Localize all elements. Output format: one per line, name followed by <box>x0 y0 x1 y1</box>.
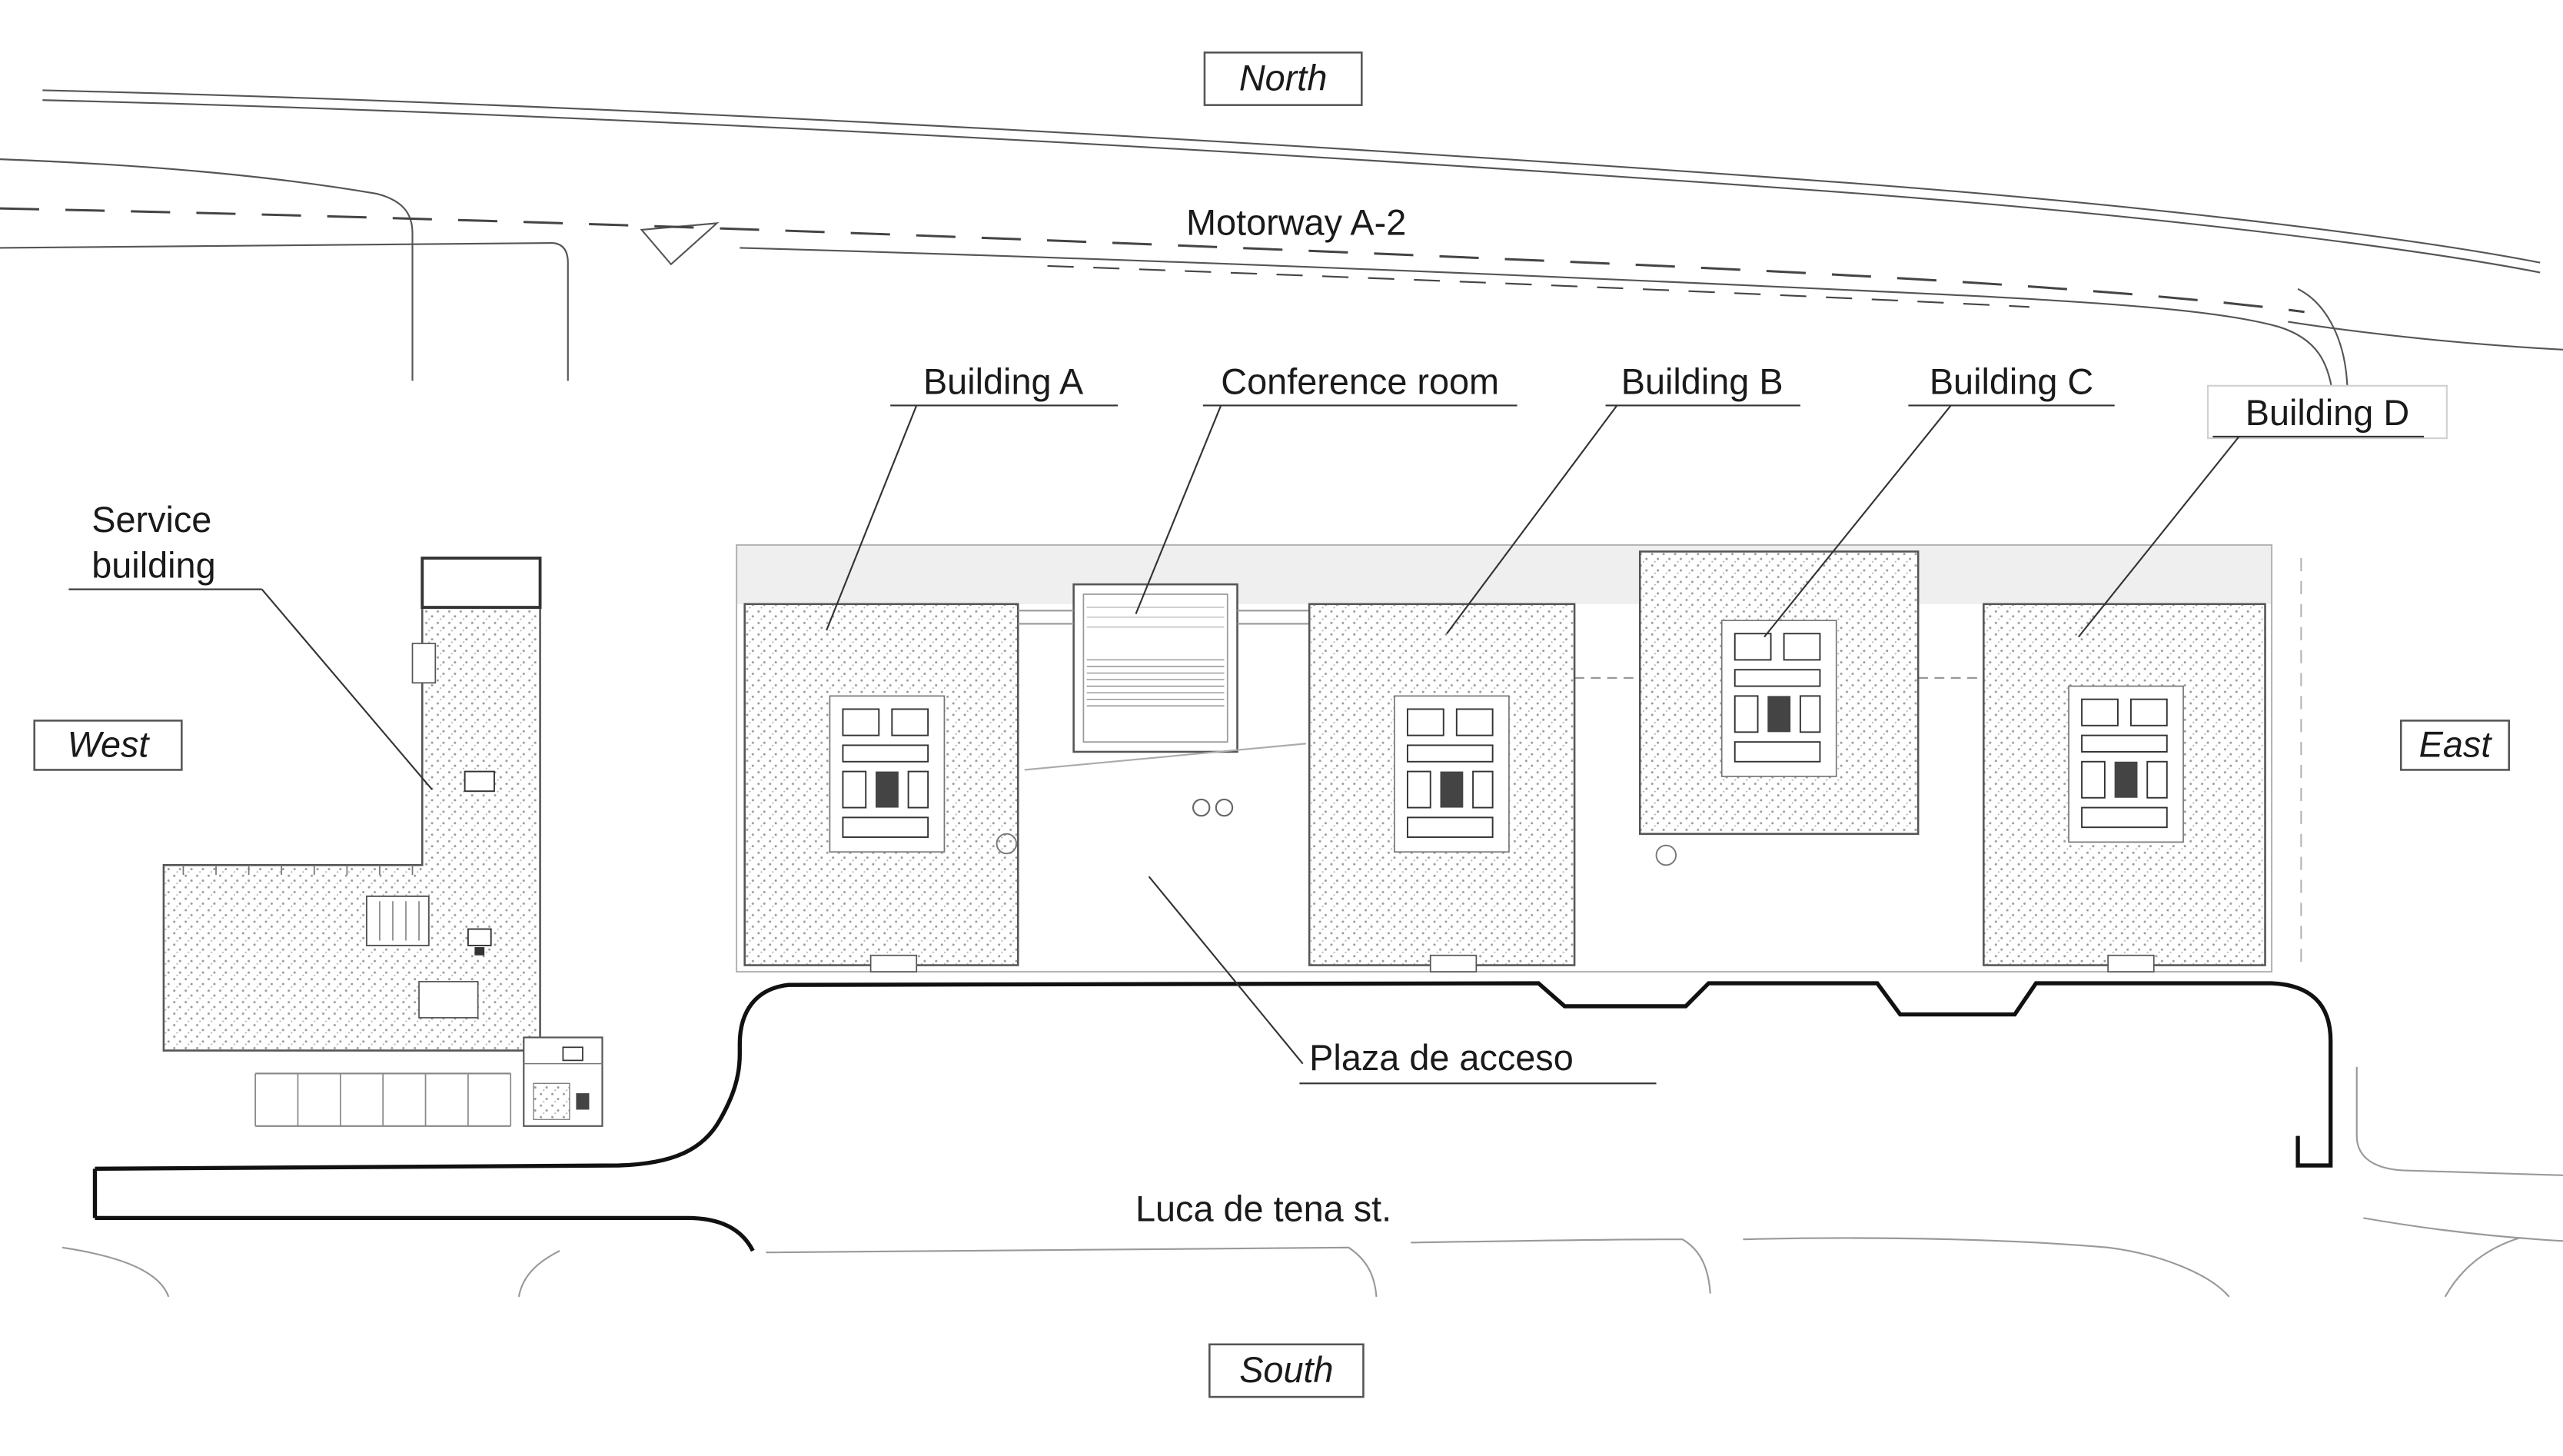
building-b-label: Building B <box>1621 361 1783 401</box>
roof-band <box>736 544 2272 604</box>
building-b-entrance <box>1429 954 1478 972</box>
building-b-core <box>1393 695 1510 853</box>
building-d-label-box <box>2206 384 2448 440</box>
plaza-label: Plaza de acceso <box>1309 1038 1574 1078</box>
motorway-label: Motorway A-2 <box>1186 202 1406 242</box>
service-building-cap <box>421 557 542 609</box>
building-c-core <box>1720 620 1837 778</box>
conference-room-footprint <box>1072 583 1238 753</box>
west-label-box <box>33 720 183 771</box>
street-curbs <box>61 981 2563 1298</box>
building-a-leader <box>826 405 918 631</box>
utility-structure <box>523 1036 603 1127</box>
plaza-leader <box>1148 876 1304 1065</box>
site-boundary <box>735 544 2273 973</box>
service-building-label-line2: building <box>91 546 215 586</box>
motorway-road <box>0 89 2563 424</box>
building-d-core <box>2067 685 2185 843</box>
street-label: Luca de tena st. <box>1135 1189 1391 1229</box>
traffic-island <box>640 222 720 266</box>
text-labels: Motorway A-2 Building A Conference room … <box>91 202 2409 1228</box>
annotation-lines <box>68 384 2448 1085</box>
south-label: South <box>1239 1350 1333 1390</box>
lane-marking <box>0 207 2305 314</box>
column-ticks <box>182 865 414 876</box>
service-building-leader <box>261 588 433 790</box>
compass-labels: North West East South <box>33 52 2511 1398</box>
office-complex <box>735 544 2302 973</box>
west-label: West <box>68 724 151 764</box>
south-label-box <box>1208 1343 1365 1398</box>
building-d-label: Building D <box>2246 393 2409 433</box>
building-d-leader <box>2077 436 2240 638</box>
service-building-group <box>162 557 603 1127</box>
east-label-box <box>2399 720 2511 771</box>
building-a-core <box>829 695 946 853</box>
building-a-label: Building A <box>923 361 1084 401</box>
parking-stalls <box>254 1072 512 1127</box>
lane-marking <box>1047 264 2030 308</box>
conference-room-leader <box>1135 405 1222 615</box>
building-b-leader <box>1446 404 1618 634</box>
north-label-box <box>1203 52 1363 106</box>
service-building-footprint <box>162 603 541 1052</box>
conference-room-label: Conference room <box>1221 361 1499 401</box>
building-c-leader <box>1764 404 1952 638</box>
building-a-entrance <box>869 954 918 972</box>
plaza-street-boundary <box>95 981 2333 1171</box>
service-building-label-line1: Service <box>91 500 211 540</box>
service-building-stairs <box>365 895 430 946</box>
east-label: East <box>2419 724 2493 764</box>
building-c-label: Building C <box>1930 361 2093 401</box>
walkway-bridges <box>1018 610 1310 625</box>
building-d-entrance <box>2107 954 2155 972</box>
north-label: North <box>1239 58 1328 98</box>
